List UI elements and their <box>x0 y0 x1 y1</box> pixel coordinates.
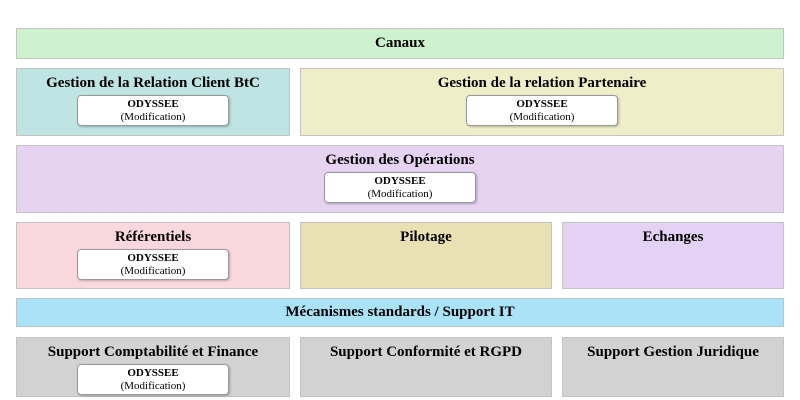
app-name: ODYSSEE <box>516 98 568 110</box>
block-echanges-title: Echanges <box>642 229 704 245</box>
block-relation-partenaire: Gestion de la relation Partenaire ODYSSE… <box>300 68 784 136</box>
block-mecanismes-support-it: Mécanismes standards / Support IT <box>16 298 784 327</box>
app-box-odyssee: ODYSSEE (Modification) <box>77 95 229 126</box>
app-name: ODYSSEE <box>127 98 179 110</box>
block-pilotage: Pilotage <box>300 222 552 289</box>
block-support-gestion-juridique: Support Gestion Juridique <box>562 337 784 397</box>
app-name: ODYSSEE <box>127 252 179 264</box>
app-variant: (Modification) <box>509 111 575 123</box>
block-canaux: Canaux <box>16 28 784 59</box>
block-pilotage-title: Pilotage <box>400 229 452 245</box>
block-support-conformite-rgpd-title: Support Conformité et RGPD <box>329 344 523 360</box>
app-variant: (Modification) <box>120 111 186 123</box>
block-support-comptabilite-finance-title: Support Comptabilité et Finance <box>47 344 259 360</box>
block-gestion-operations-title: Gestion des Opérations <box>325 152 475 168</box>
app-variant: (Modification) <box>120 265 186 277</box>
block-support-conformite-rgpd: Support Conformité et RGPD <box>300 337 552 397</box>
app-box-odyssee: ODYSSEE (Modification) <box>77 249 229 280</box>
block-mecanismes-support-it-title: Mécanismes standards / Support IT <box>285 304 515 320</box>
app-box-odyssee: ODYSSEE (Modification) <box>77 364 229 395</box>
block-referentiels: Référentiels ODYSSEE (Modification) <box>16 222 290 289</box>
app-name: ODYSSEE <box>374 175 426 187</box>
block-relation-client-btc: Gestion de la Relation Client BtC ODYSSE… <box>16 68 290 136</box>
block-echanges: Echanges <box>562 222 784 289</box>
block-relation-client-btc-title: Gestion de la Relation Client BtC <box>46 75 260 91</box>
app-box-odyssee: ODYSSEE (Modification) <box>324 172 476 203</box>
block-support-gestion-juridique-title: Support Gestion Juridique <box>587 344 759 360</box>
app-box-odyssee: ODYSSEE (Modification) <box>466 95 618 126</box>
app-name: ODYSSEE <box>127 367 179 379</box>
block-canaux-title: Canaux <box>374 35 426 51</box>
app-variant: (Modification) <box>120 380 186 392</box>
block-support-comptabilite-finance: Support Comptabilité et Finance ODYSSEE … <box>16 337 290 397</box>
block-relation-partenaire-title: Gestion de la relation Partenaire <box>437 75 647 91</box>
block-gestion-operations: Gestion des Opérations ODYSSEE (Modifica… <box>16 145 784 213</box>
block-referentiels-title: Référentiels <box>114 229 192 245</box>
app-variant: (Modification) <box>367 188 433 200</box>
